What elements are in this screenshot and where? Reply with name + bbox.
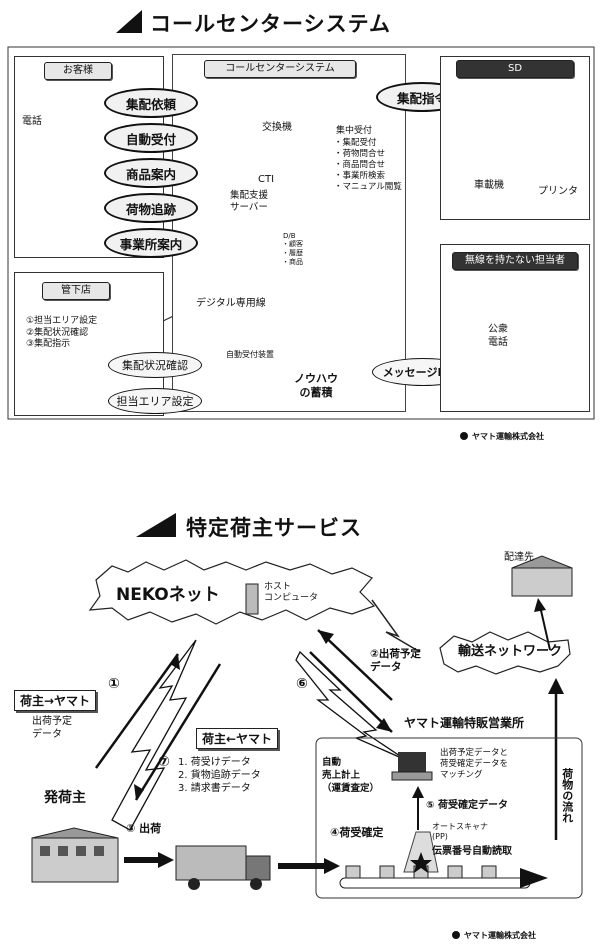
sales-office-box [315,737,583,899]
step4-label: ④荷受確定 [330,826,384,839]
title-triangle-icon [116,10,142,33]
neko-net-label: NEKOネット [116,585,220,605]
scanner-label: オートスキャナ (PP) [432,822,488,841]
yamato-to-shipper-label: 荷主←ヤマト [196,728,279,749]
db-items: ・顧客 ・履歴 ・商品 [282,240,303,266]
public-phone-label: 公衆 電話 [488,324,508,348]
star-icon [410,852,432,873]
onboard-label: 車載機 [474,180,504,191]
step7-item: 3. 請求書データ [178,783,251,794]
cti-label: CTI [258,174,275,185]
delivery-truck-bottom-icon [175,845,271,890]
service-oval-tracking: 荷物追跡 [104,193,198,223]
service-oval-pickup-request: 集配依頼 [104,88,198,118]
center-panel [172,54,406,412]
step7-list: 1. 荷受けデータ 2. 貨物追跡データ 3. 請求書データ [178,756,261,795]
lightning-bolt-host-network [371,599,421,653]
auto-sales-label: 自動 売上計上 （運賃査定） [322,757,380,794]
operators-title: 集中受付 [336,126,373,136]
no-device-panel [440,244,590,412]
step7-item: 1. 荷受けデータ [178,757,251,768]
service-oval-product-info: 商品案内 [104,158,198,188]
neko-cloud-shape [88,559,376,625]
lightning-bolt-office [295,650,407,761]
conveyor-arrow [520,868,548,888]
factory-icon [31,827,119,883]
step3-label: ③ 出荷 [126,822,162,835]
step7-number: ⑦ [158,754,170,770]
no-device-header: 無線を持たない担当者 [452,252,578,270]
company-name-bottom: ヤマト運輸株式会社 [464,931,536,940]
destination-label: 配達先 [504,552,534,563]
step2-label: ②出荷予定 データ [370,648,421,674]
bottom-title: 特定荷主サービス [186,516,362,540]
cargo-flow-label: 荷物の流れ [560,768,574,823]
host-computer-icon [245,583,259,615]
branch-items-list: ①担当エリア設定 ②集配状況確認 ③集配指示 [26,316,97,351]
auto-read-label: 伝票番号自動読取 [432,846,512,857]
branch-header: 管下店 [42,282,110,300]
area-setting-oval: 担当エリア設定 [108,388,202,414]
company-name-top: ヤマト運輸株式会社 [472,432,544,441]
step1-number: ① [108,676,120,692]
operators-list: ・集配受付 ・荷物問合せ ・商品問合せ ・事業所検索 ・マニュアル閲覧 [334,138,402,193]
status-check-oval: 集配状況確認 [108,352,202,378]
sd-header: SD [456,60,574,78]
operator-item: ・商品問合せ [334,160,386,170]
lightning-bolt-shipper [111,639,197,831]
exchange-label: 交換機 [262,122,292,133]
step6-number: ⑥ [296,676,308,692]
step5-label: ⑤ 荷受確定データ [426,800,508,811]
top-title: コールセンターシステム [150,12,391,36]
knowhow-label: ノウハウ の蓄積 [294,372,338,399]
branch-item: ①担当エリア設定 [26,316,98,326]
customer-phone-label: 電話 [22,116,42,127]
title-triangle-icon-bottom [136,513,176,537]
service-oval-office-info: 事業所案内 [104,228,198,258]
transport-cloud-shape [439,631,571,675]
destination-building-icon [511,555,573,597]
operator-item: ・マニュアル閲覧 [334,182,402,192]
operator-item: ・荷物問合せ [334,149,386,159]
customer-header: お客様 [44,62,112,80]
center-header: コールセンターシステム [204,60,356,78]
shipper-to-yamato-label: 荷主→ヤマト [14,690,97,711]
db-label: D/B [283,232,296,240]
printer-label: プリンタ [538,186,578,197]
cat-logo-icon [460,432,468,440]
digital-line-label: デジタル専用線 [196,298,266,309]
shipping-plan-data-label: 出荷予定 データ [32,716,72,740]
sales-office-label: ヤマト運輸特販営業所 [404,716,525,730]
shipper-label: 発荷主 [44,790,86,806]
matching-computer-icon [391,752,433,781]
branch-item: ②集配状況確認 [26,327,89,338]
matching-label: 出荷予定データと 荷受確定データを マッチング [440,748,509,780]
truck-sign-label: 宅急便 [482,124,510,134]
branch-item: ③集配指示 [26,339,71,349]
sd-panel [440,56,590,220]
auto-device-label: 自動受付装置 [226,350,274,359]
service-oval-auto-receive: 自動受付 [104,123,198,153]
host-computer-label: ホスト コンピュータ [264,582,319,604]
cat-logo-icon-bottom [452,931,460,939]
operator-item: ・事業所検索 [334,171,386,181]
step7-item: 2. 貨物追跡データ [178,770,261,781]
transport-network-label: 輸送ネットワーク [458,644,563,659]
operator-item: ・集配受付 [334,138,377,148]
support-server-label: 集配支援 サーバー [230,190,269,213]
